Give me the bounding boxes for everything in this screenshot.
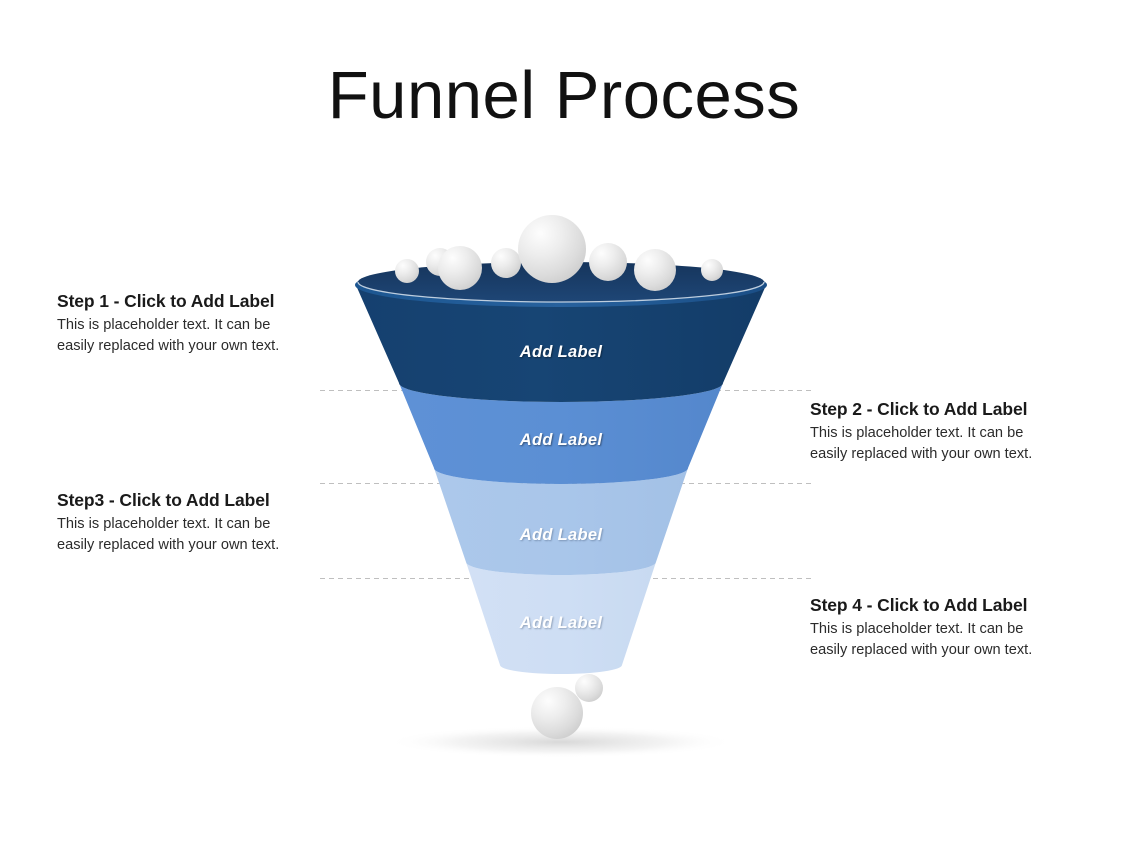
step-1-body-line-2: easily replaced with your own text. [57,337,280,354]
step-1-body: This is placeholder text. It can be easi… [57,315,319,357]
funnel-shadow [386,726,736,758]
step-block-3[interactable]: Step3 - Click to Add Label This is place… [57,490,319,556]
page-title: Funnel Process [327,58,801,133]
funnel-segment-3[interactable] [434,468,688,575]
step-block-4[interactable]: Step 4 - Click to Add Label This is plac… [810,595,1072,661]
step-1-title: Step 1 - Click to Add Label [57,291,275,311]
step-2-body-line-2: easily replaced with your own text. [810,445,1033,462]
step-1-body-line-1: This is placeholder text. It can be [57,316,271,333]
bubble-icon [634,249,676,291]
step-4-title: Step 4 - Click to Add Label [810,595,1028,615]
step-3-title: Step3 - Click to Add Label [57,490,270,510]
step-4-body: This is placeholder text. It can be easi… [810,619,1072,661]
bubble-icon [589,243,627,281]
step-2-body: This is placeholder text. It can be easi… [810,423,1072,465]
funnel-segment-4[interactable] [466,562,656,674]
step-2-body-line-1: This is placeholder text. It can be [810,424,1024,441]
bubble-icon [491,248,521,278]
funnel-body [355,283,767,674]
step-4-body-line-2: easily replaced with your own text. [810,641,1033,658]
step-3-body-line-1: This is placeholder text. It can be [57,515,271,532]
step-block-2[interactable]: Step 2 - Click to Add Label This is plac… [810,399,1072,465]
step-4-body-line-1: This is placeholder text. It can be [810,620,1024,637]
step-3-body: This is placeholder text. It can be easi… [57,514,319,556]
bubble-icon [531,687,583,739]
bubble-icon [701,259,723,281]
funnel-bubbles-top [395,215,723,291]
bubble-icon [518,215,586,283]
step-3-body-line-2: easily replaced with your own text. [57,536,280,553]
funnel-segment-1[interactable] [355,283,767,402]
funnel-bubbles-bottom [531,674,603,739]
bubble-icon [395,259,419,283]
bubble-icon [438,246,482,290]
funnel-segment-2[interactable] [399,383,723,484]
bubble-icon [575,674,603,702]
funnel-rim-highlight [357,281,765,303]
step-block-1[interactable]: Step 1 - Click to Add Label This is plac… [57,291,319,357]
step-2-title: Step 2 - Click to Add Label [810,399,1028,419]
